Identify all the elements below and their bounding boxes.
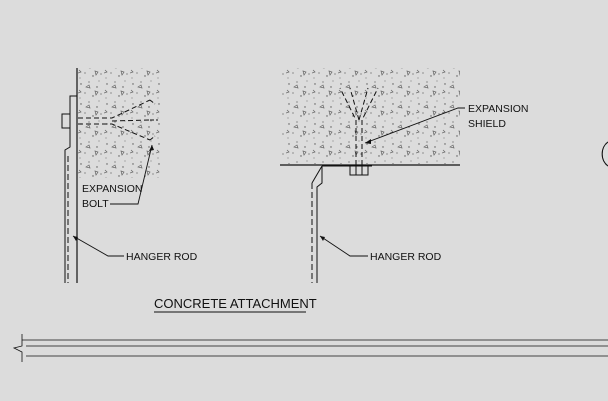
expansion-shield-label-line2: SHIELD xyxy=(468,118,506,130)
expansion-bolt-label-line2: BOLT xyxy=(82,198,109,210)
left-angle-bracket xyxy=(64,95,78,283)
anchor-nut xyxy=(349,165,369,176)
left-concrete-block xyxy=(76,68,162,283)
expansion-shield-label-line1: EXPANSION xyxy=(468,103,529,115)
expansion-bolt xyxy=(61,99,158,141)
hanger-rod-label-left: HANGER ROD xyxy=(126,251,198,263)
detail-title: CONCRETE ATTACHMENT xyxy=(154,296,317,311)
expansion-bolt-label-line1: EXPANSION xyxy=(82,183,143,195)
partial-detail-marker xyxy=(601,141,608,167)
right-angle-bracket xyxy=(311,165,372,283)
hanger-rod-label-right: HANGER ROD xyxy=(370,251,442,263)
expansion-shield xyxy=(339,87,379,165)
sheet-border xyxy=(12,334,608,362)
right-concrete-block xyxy=(280,68,460,166)
